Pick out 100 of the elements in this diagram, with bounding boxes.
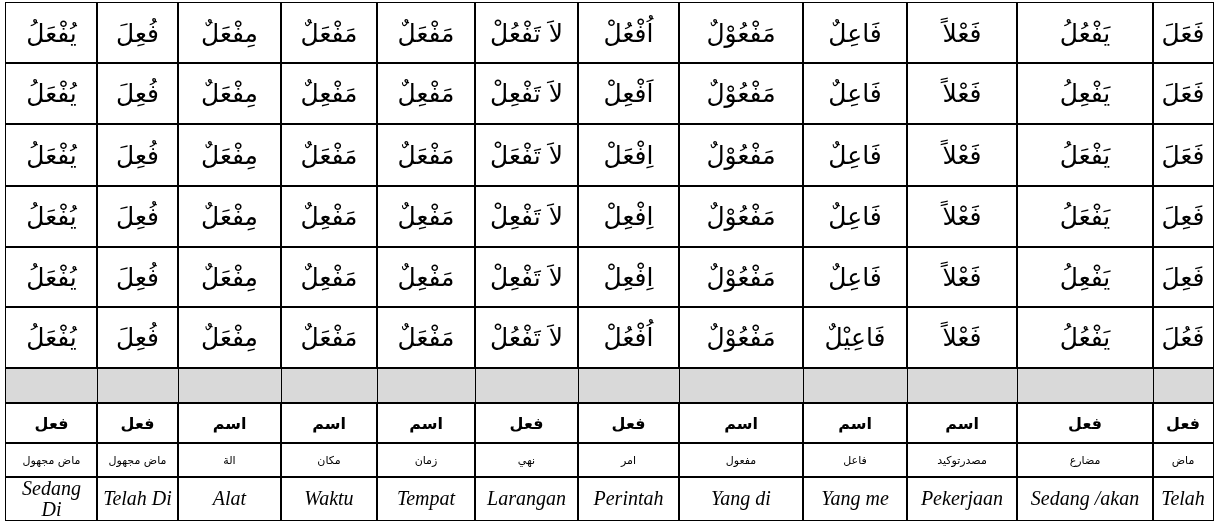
table-cell: لاَ تَفْعِلْ (474, 62, 579, 125)
table-cell: امر (577, 442, 680, 478)
table-cell: Alat (177, 476, 282, 521)
table-cell: يُفْعَلُ (5, 306, 98, 369)
table-cell: يَفْعَلُ (1016, 123, 1154, 187)
table-cell: مَفْعُوْلٌ (678, 2, 804, 64)
table-cell: اِفْعَلْ (577, 123, 680, 187)
table-cell: مَفْعَلٌ (376, 2, 476, 64)
table-cell: مَفْعُوْلٌ (678, 246, 804, 308)
table-cell: اسم (906, 402, 1018, 444)
table-cell: فَعَلَ (1152, 62, 1214, 125)
table-cell: لاَ تَفْعِلْ (474, 185, 579, 248)
table-cell: يُفْعَلُ (5, 246, 98, 308)
table-cell: يَفْعُلُ (1016, 2, 1154, 64)
table-cell: فَعْلاً (906, 185, 1018, 248)
table-cell: اُفْعُلْ (577, 306, 680, 369)
table-cell: فَعْلاً (906, 62, 1018, 125)
table-cell: مَفْعَلٌ (376, 306, 476, 369)
table-cell: مَفْعُوْلٌ (678, 306, 804, 369)
table-cell: مَفْعِلٌ (376, 62, 476, 125)
table-cell: فَعِلَ (1152, 246, 1214, 308)
table-cell: فعل (1152, 402, 1214, 444)
table-cell: ماض مجهول (96, 442, 179, 478)
table-cell: Waktu (280, 476, 378, 521)
table-cell: يَفْعِلُ (1016, 62, 1154, 125)
table-cell: Yang di (678, 476, 804, 521)
table-cell: يَفْعُلُ (1016, 306, 1154, 369)
table-cell: فعل (1016, 402, 1154, 444)
table-cell: مَفْعِلٌ (280, 185, 378, 248)
table-cell: مَفْعَلٌ (280, 306, 378, 369)
table-cell: مكان (280, 442, 378, 478)
table-cell: Tempat (376, 476, 476, 521)
table-cell: فَعَلَ (1152, 2, 1214, 64)
table-cell: لاَ تَفْعِلْ (474, 246, 579, 308)
table-cell: مَفْعَلٌ (280, 123, 378, 187)
table-cell: لاَ تَفْعَلْ (474, 123, 579, 187)
table-cell: فَعْلاً (906, 246, 1018, 308)
table-cell: مِفْعَلٌ (177, 2, 282, 64)
table-cell: لاَ تَفْعُلْ (474, 2, 579, 64)
table-cell: فُعِلَ (96, 62, 179, 125)
table-cell: مضارع (1016, 442, 1154, 478)
table-cell: Telah (1152, 476, 1214, 521)
table-cell: مَفْعَلٌ (376, 123, 476, 187)
table-cell: فُعِلَ (96, 185, 179, 248)
table-cell: مِفْعَلٌ (177, 306, 282, 369)
table-cell: فاعل (802, 442, 908, 478)
table-cell: فَاعِلٌ (802, 2, 908, 64)
table-cell: مِفْعَلٌ (177, 123, 282, 187)
table-cell: اسم (802, 402, 908, 444)
table-cell: مِفْعَلٌ (177, 185, 282, 248)
table-cell: لاَ تَفْعُلْ (474, 306, 579, 369)
table-cell: يَفْعِلُ (1016, 246, 1154, 308)
table-cell: مَفْعُوْلٌ (678, 185, 804, 248)
table-cell: فَعِلَ (1152, 185, 1214, 248)
table-cell: فُعِلَ (96, 123, 179, 187)
table-cell: اُفْعُلْ (577, 2, 680, 64)
table-cell: اسم (678, 402, 804, 444)
table-cell: مَفْعِلٌ (280, 246, 378, 308)
table-cell: اِفْعِلْ (577, 185, 680, 248)
table-cell: فَعَلَ (1152, 123, 1214, 187)
table-cell: فعل (96, 402, 179, 444)
table-cell: Yang me (802, 476, 908, 521)
table-cell: فَاعِيْلٌ (802, 306, 908, 369)
table-cell: Sedang /akan (1016, 476, 1154, 521)
table-cell: فَعْلاً (906, 2, 1018, 64)
table-cell: اسم (280, 402, 378, 444)
table-cell: فَعْلاً (906, 123, 1018, 187)
table-cell: فَاعِلٌ (802, 246, 908, 308)
table-cell: فُعِلَ (96, 2, 179, 64)
table-cell: يَفْعَلُ (1016, 185, 1154, 248)
table-cell: فُعِلَ (96, 246, 179, 308)
table-cell: مَفْعُوْلٌ (678, 123, 804, 187)
table-cell: مِفْعَلٌ (177, 246, 282, 308)
table-cell: Telah Di (96, 476, 179, 521)
table-cell: مَفْعُوْلٌ (678, 62, 804, 125)
table-cell: فَاعِلٌ (802, 185, 908, 248)
table-cell: الة (177, 442, 282, 478)
table-cell: فُعِلَ (96, 306, 179, 369)
table-cell: ماض مجهول (5, 442, 98, 478)
table-cell: Pekerjaan (906, 476, 1018, 521)
table-cell: Perintah (577, 476, 680, 521)
table-cell: فعل (474, 402, 579, 444)
table-cell: فَعْلاً (906, 306, 1018, 369)
table-cell: يُفْعَلُ (5, 2, 98, 64)
table-cell: مصدرتوكيد (906, 442, 1018, 478)
table-cell: فَاعِلٌ (802, 123, 908, 187)
table-cell: اسم (177, 402, 282, 444)
table-cell: اَفْعِلْ (577, 62, 680, 125)
table-cell: ماض (1152, 442, 1214, 478)
table-cell: فعل (577, 402, 680, 444)
table-cell: زمان (376, 442, 476, 478)
table-cell: اسم (376, 402, 476, 444)
table-cell: يُفْعَلُ (5, 123, 98, 187)
table-cell: اِفْعِلْ (577, 246, 680, 308)
table-cell: مِفْعَلٌ (177, 62, 282, 125)
table-cell: نهي (474, 442, 579, 478)
table-cell: Sedang Di (5, 476, 98, 521)
table-cell: Larangan (474, 476, 579, 521)
table-cell: مفعول (678, 442, 804, 478)
table-cell: فَاعِلٌ (802, 62, 908, 125)
